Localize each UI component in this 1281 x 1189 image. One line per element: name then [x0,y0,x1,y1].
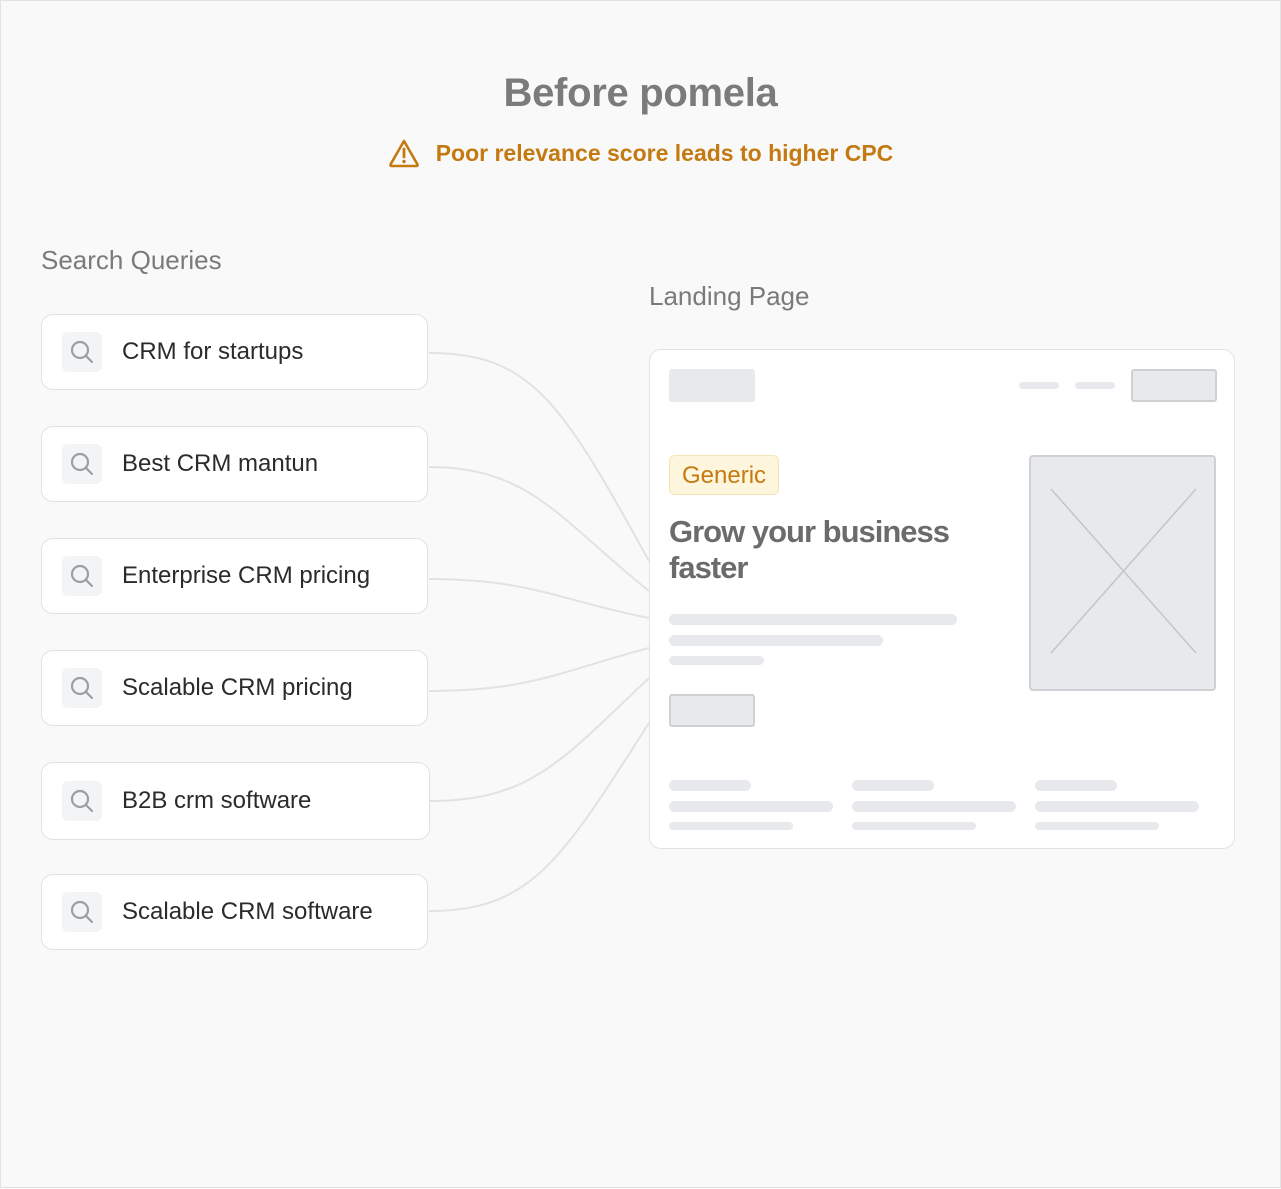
query-card[interactable]: Best CRM mantun [41,426,428,502]
text-line-placeholder [669,614,957,625]
connector-line [428,677,650,802]
landing-page-label: Landing Page [649,281,810,311]
text-line-placeholder [669,656,764,665]
query-label: CRM for startups [122,338,304,365]
query-label: Enterprise CRM pricing [122,562,371,589]
feature-line-placeholder [669,822,793,830]
image-placeholder-icon [1029,455,1216,691]
query-label: Scalable CRM software [122,898,373,925]
query-card[interactable]: B2B crm software [41,762,430,840]
cta-button-placeholder [669,694,755,727]
connector-line [428,722,650,912]
search-icon [62,556,102,596]
feature-line-placeholder [1035,801,1199,812]
connector-line [428,578,650,619]
feature-line-placeholder [1035,822,1159,830]
nav-placeholder [1075,382,1115,389]
query-label: B2B crm software [122,787,312,814]
feature-title-placeholder [852,780,934,791]
search-icon [62,781,102,821]
warning-text: Poor relevance score leads to higher CPC [435,139,894,166]
query-card[interactable]: Enterprise CRM pricing [41,538,428,614]
query-card[interactable]: Scalable CRM pricing [41,650,428,726]
search-icon [62,668,102,708]
nav-button-placeholder [1131,369,1217,402]
connector-line [428,352,650,562]
query-label: Best CRM mantun [122,450,319,477]
query-card[interactable]: CRM for startups [41,314,428,390]
feature-line-placeholder [669,801,833,812]
query-card[interactable]: Scalable CRM software [41,874,428,950]
nav-placeholder [1019,382,1059,389]
feature-title-placeholder [669,780,751,791]
generic-badge: Generic [669,455,780,495]
page-title: Before pomela [503,71,778,115]
connector-line [428,466,650,592]
feature-line-placeholder [852,801,1016,812]
feature-line-placeholder [852,822,976,830]
warning-triangle-icon [388,138,420,168]
landing-headline: Grow your business faster [669,514,950,585]
search-queries-label: Search Queries [41,245,222,275]
feature-title-placeholder [1035,780,1117,791]
warning-banner: Poor relevance score leads to higher CPC [1,138,1280,168]
logo-placeholder [669,369,755,402]
landing-page-card: Generic Grow your business faster [649,349,1235,849]
query-label: Scalable CRM pricing [122,674,353,701]
search-icon [62,892,102,932]
text-line-placeholder [669,635,883,646]
connector-line [428,647,650,692]
search-icon [62,444,102,484]
search-icon [62,332,102,372]
